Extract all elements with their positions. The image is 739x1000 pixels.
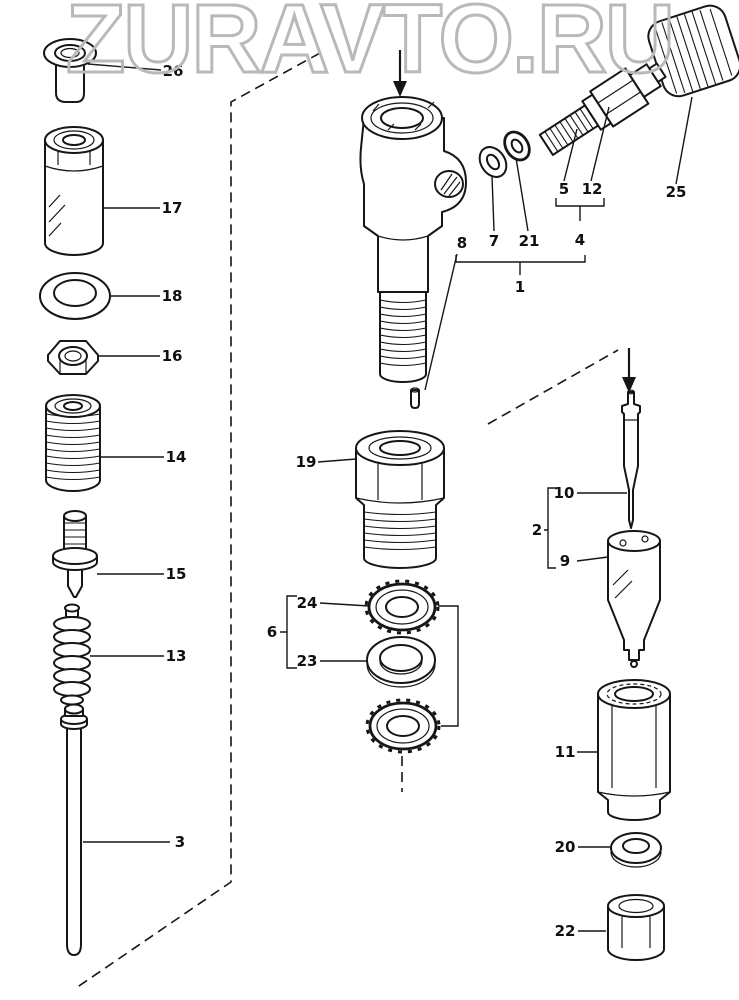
label-16: 16 — [162, 347, 183, 365]
part-cap-nut-17 — [44, 126, 104, 256]
label-4: 4 — [575, 231, 585, 249]
label-12: 12 — [582, 180, 603, 198]
part-cap-26 — [43, 38, 97, 103]
label-20: 20 — [555, 838, 576, 856]
dashed-outline — [75, 52, 619, 989]
label-2: 2 — [532, 521, 542, 539]
part-spring-13 — [53, 603, 91, 706]
part-washer-7 — [478, 146, 508, 178]
part-inlet-fitting — [538, 62, 667, 156]
label-7: 7 — [489, 232, 499, 250]
label-6: 6 — [267, 623, 277, 641]
label-13: 13 — [166, 647, 187, 665]
label-1: 1 — [515, 278, 525, 296]
label-19: 19 — [296, 453, 317, 471]
part-nut-16 — [47, 340, 99, 375]
label-5: 5 — [559, 180, 569, 198]
label-18: 18 — [162, 287, 183, 305]
part-washer-20 — [610, 832, 662, 868]
part-serrated-washer-24 — [364, 579, 440, 635]
label-11: 11 — [555, 743, 576, 761]
label-10: 10 — [554, 484, 575, 502]
label-14: 14 — [166, 448, 187, 466]
label-22: 22 — [555, 922, 576, 940]
part-needle-valve-10 — [621, 389, 641, 529]
part-cup-nut-22 — [607, 894, 665, 961]
part-retaining-nut-11 — [597, 679, 671, 821]
label-9: 9 — [560, 552, 570, 570]
part-injector-body — [359, 96, 467, 409]
part-washer-18 — [39, 272, 111, 320]
part-lock-washer-21 — [503, 130, 531, 162]
part-serrated-washer-lower — [365, 698, 441, 754]
label-25: 25 — [666, 183, 687, 201]
label-24: 24 — [297, 594, 318, 612]
label-26: 26 — [163, 62, 184, 80]
part-adjusting-element-14 — [45, 394, 101, 492]
label-23: 23 — [297, 652, 318, 670]
label-8: 8 — [457, 234, 467, 252]
label-17: 17 — [162, 199, 183, 217]
label-15: 15 — [166, 565, 187, 583]
assembly-arrow-top-icon — [393, 50, 407, 97]
group-brackets — [280, 198, 605, 727]
part-valve-spindle-15 — [52, 510, 98, 598]
part-nozzle-9 — [607, 530, 661, 668]
part-nozzle-cap-nut-19 — [355, 430, 445, 569]
part-rod-3 — [60, 703, 88, 956]
assembly-arrow-right-icon — [622, 348, 636, 393]
label-3: 3 — [175, 833, 185, 851]
part-washer-23 — [366, 636, 436, 688]
label-21: 21 — [519, 232, 540, 250]
leader-lines — [83, 63, 693, 932]
part-number-labels: 26 17 18 16 14 15 13 3 8 19 24 6 23 7 21… — [162, 62, 687, 940]
